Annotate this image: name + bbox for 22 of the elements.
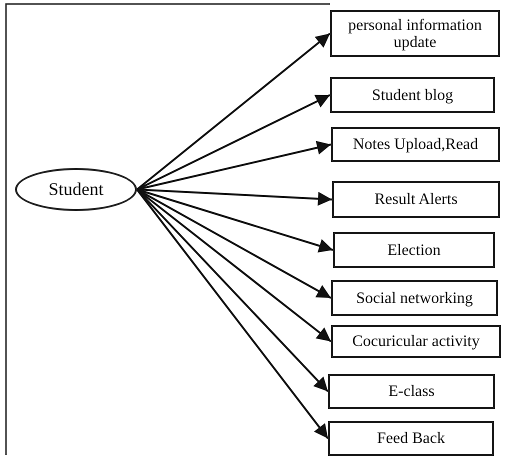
feature-box [328,421,494,456]
node-label: Cocuricular activity [352,333,480,350]
feature-box [328,374,495,409]
feature-box [333,232,495,268]
node-label: Student blog [372,86,454,104]
feature-box [330,10,500,57]
arrow [136,188,329,440]
node-label: Social networking [356,290,473,306]
node-label: Notes Upload,Read [352,136,478,153]
node-label: Feed Back [377,430,445,447]
node-label: personal information update [347,16,483,50]
feature-box [332,181,500,218]
node-label: Student [48,181,104,198]
node-label: Election [387,242,441,258]
arrow [136,188,329,392]
feature-box [330,77,495,113]
feature-box [331,325,501,358]
node-label: E-class [388,383,435,400]
feature-box [331,127,500,162]
node-label: Result Alerts [374,191,458,208]
feature-box [331,280,498,316]
arrow [136,32,331,190]
